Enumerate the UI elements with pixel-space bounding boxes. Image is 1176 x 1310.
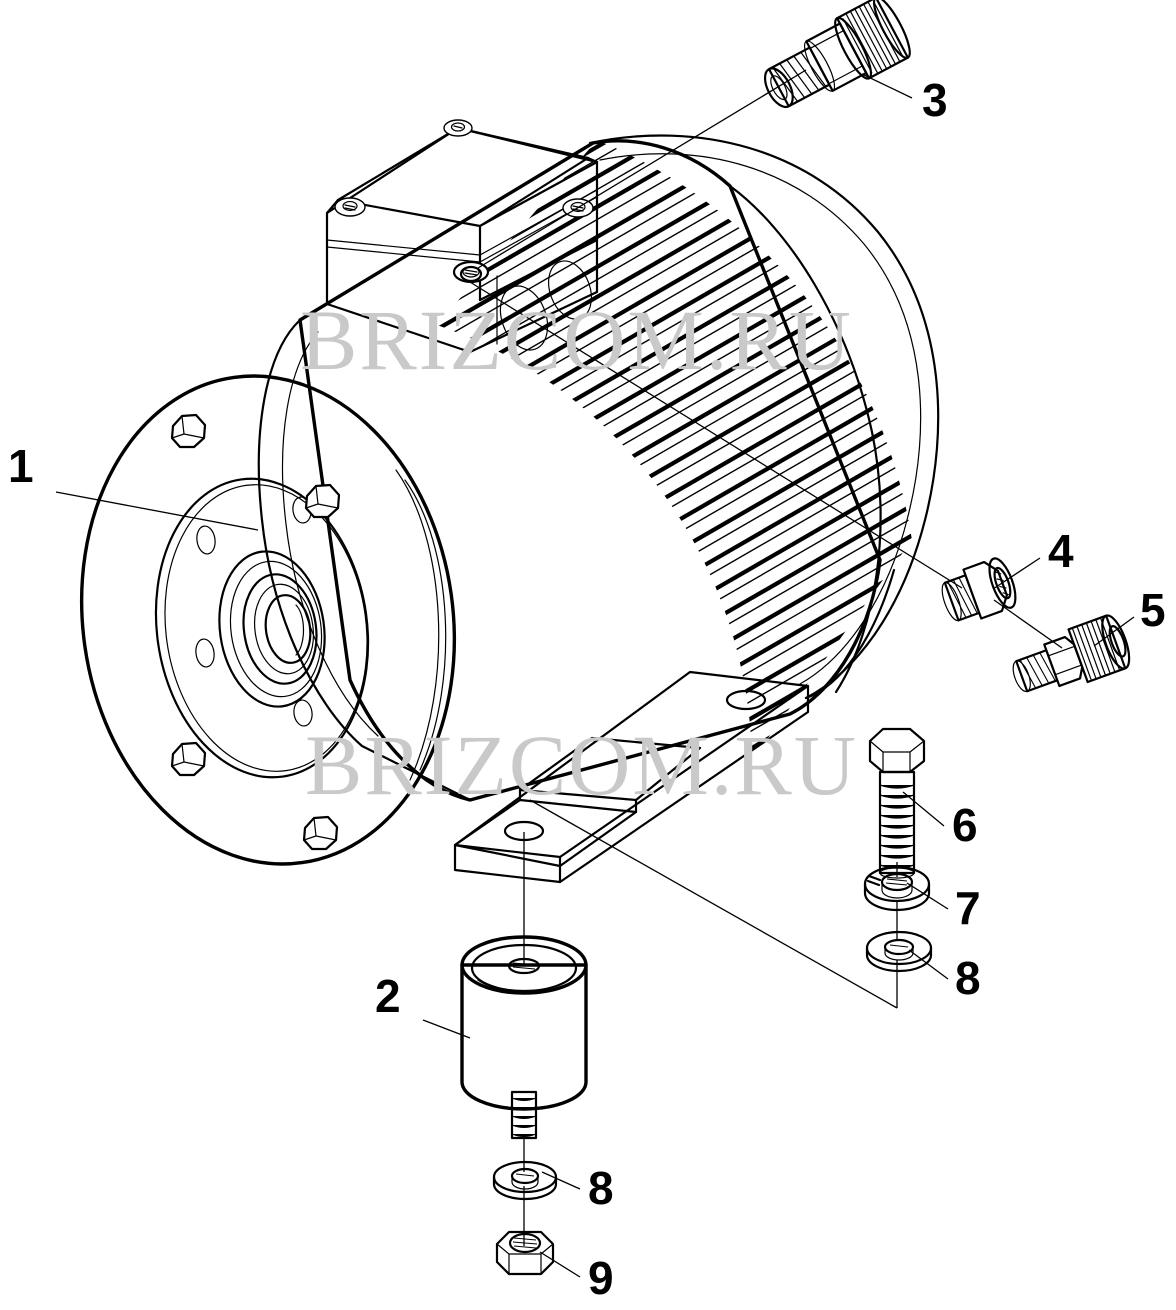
motor-foot-base <box>453 670 810 884</box>
callout-label-7: 7 <box>955 882 981 934</box>
assembly-lines <box>469 69 1063 1246</box>
leader-3 <box>861 73 913 99</box>
callout-label-5: 5 <box>1140 584 1166 636</box>
part-5-cable-gland-small <box>1012 614 1131 693</box>
part-8-flat-washer-upper <box>865 930 933 973</box>
terminal-box-screws <box>334 119 594 284</box>
part-3-cable-gland-large <box>763 0 911 109</box>
flange-hex-bolts <box>170 413 341 851</box>
part-9-hex-nut <box>495 1230 555 1276</box>
part-8-flat-washer-lower <box>492 1160 558 1201</box>
callout-label-6: 6 <box>952 799 978 851</box>
part-2-rubber-vibration-mount <box>460 935 588 1140</box>
callout-label-3: 3 <box>922 74 948 126</box>
part-1-motor-assembly <box>79 119 940 884</box>
callout-label-8: 8 <box>955 952 981 1004</box>
part-4-hex-nut-plug <box>941 557 1017 622</box>
leader-2 <box>422 1019 471 1039</box>
leader-9 <box>539 1251 581 1278</box>
leader-1 <box>55 491 259 531</box>
callout-leaders <box>55 73 1135 1278</box>
leader-8b <box>541 1171 581 1190</box>
callout-label-8b: 8 <box>588 1162 614 1214</box>
leader-5 <box>1093 616 1135 647</box>
callout-label-2: 2 <box>375 970 401 1022</box>
terminal-box <box>325 119 599 354</box>
callout-label-9: 9 <box>588 1252 614 1304</box>
callout-label-1: 1 <box>8 440 34 492</box>
motor-flange-end-bell <box>79 374 457 866</box>
leader-4 <box>992 557 1041 590</box>
callout-label-4: 4 <box>1048 525 1074 577</box>
leader-6 <box>902 791 945 827</box>
motor-rear-drum <box>588 134 940 700</box>
leader-8 <box>908 949 949 980</box>
part-6-hex-head-bolt <box>868 727 926 879</box>
leader-7 <box>906 882 949 910</box>
